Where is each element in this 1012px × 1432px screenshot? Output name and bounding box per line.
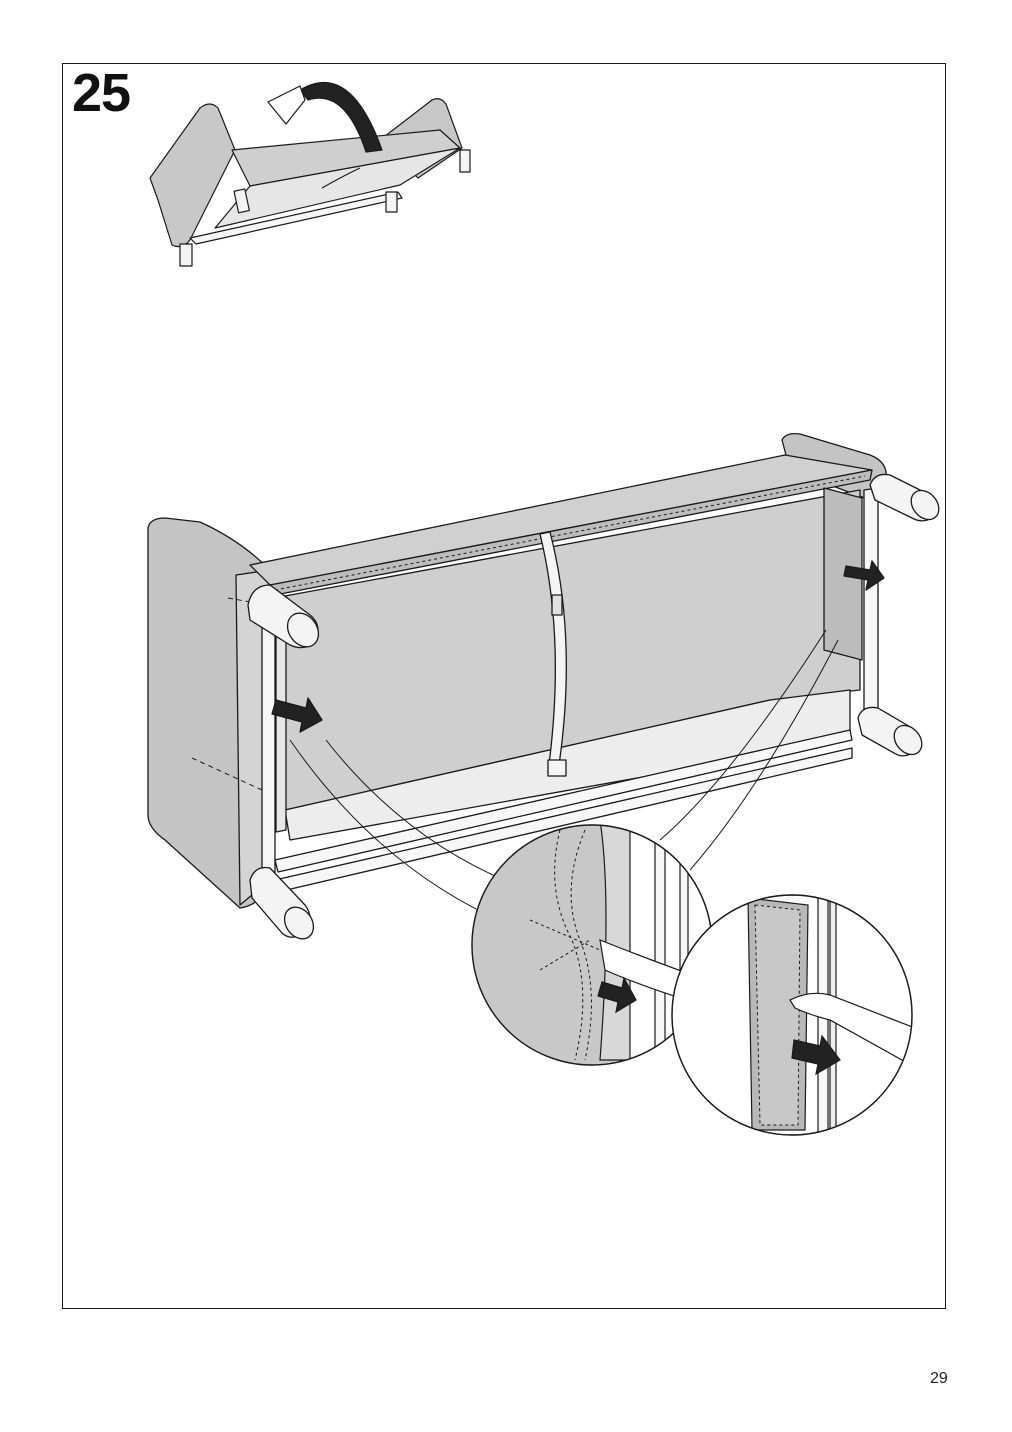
- sofa-underside-view: [147, 432, 940, 940]
- step-frame: [62, 63, 946, 1309]
- sofa-overview-flipping: [149, 81, 471, 267]
- step-number: 25: [72, 63, 131, 123]
- magnified-detail-right: [671, 894, 913, 1136]
- page-number: 29: [930, 1370, 948, 1387]
